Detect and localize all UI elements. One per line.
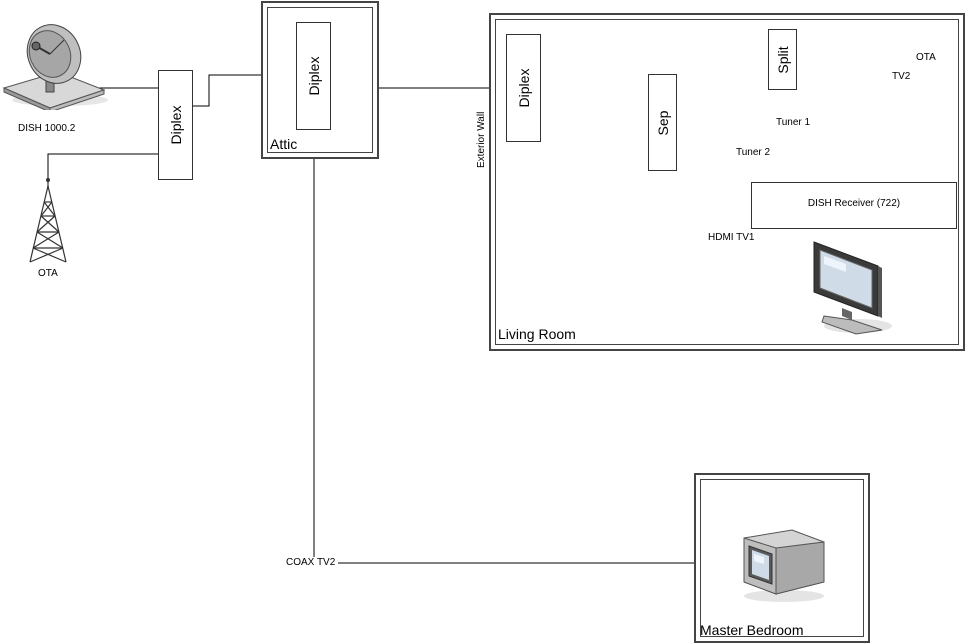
split-box: Split [768,29,797,90]
diplex-attic: Diplex [296,22,331,130]
split-label: Split [774,45,791,74]
lcd-monitor-icon [813,241,892,335]
wire-ota-diplex [47,153,158,178]
satellite-dish-icon [2,24,108,110]
tuner1-label: Tuner 1 [776,117,811,128]
master-bedroom-label: Master Bedroom [700,622,804,638]
diplex-attic-label: Diplex [305,56,322,96]
dish-receiver-label: DISH Receiver (722) [807,198,901,209]
dish-receiver: DISH Receiver (722) [751,182,957,229]
hdmi-label: HDMI TV1 [708,232,755,243]
diplex-outdoor: Diplex [158,70,193,180]
diplex-living: Diplex [506,34,541,142]
ota-line-label: OTA [916,52,936,63]
diplex-outdoor-label: Diplex [167,105,184,145]
exterior-wall-label: Exterior Wall [476,111,487,168]
crt-television-icon [743,529,825,602]
living-room-label: Living Room [498,326,576,342]
master-bedroom: Master Bedroom [694,473,870,643]
sep-label: Sep [654,110,671,135]
coax-label: COAX TV2 [286,557,336,568]
wire-diplex-attic [193,74,296,107]
antenna-tower-icon [29,178,67,263]
diplex-living-label: Diplex [515,68,532,108]
living-room: Living Room [489,13,965,351]
ota-antenna-label: OTA [38,268,58,279]
attic-label: Attic [270,136,298,152]
sep-box: Sep [648,74,677,171]
dish-label: DISH 1000.2 [18,123,76,134]
tv2-line-label: TV2 [892,71,911,82]
tuner2-label: Tuner 2 [736,147,771,158]
